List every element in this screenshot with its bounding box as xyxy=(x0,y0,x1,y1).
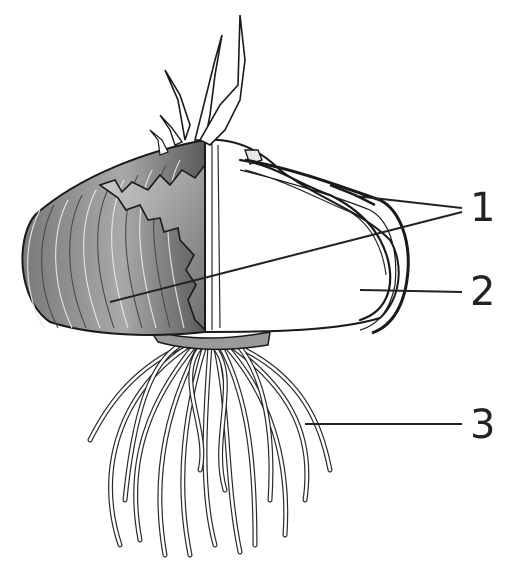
roots xyxy=(90,345,330,555)
root-strand xyxy=(111,345,190,545)
outer-scales xyxy=(22,140,205,335)
shoot xyxy=(150,15,262,164)
label-1: 1 xyxy=(470,185,495,231)
root-strand-fill xyxy=(111,345,190,545)
label-3: 3 xyxy=(470,402,495,448)
label-2: 2 xyxy=(470,269,495,315)
